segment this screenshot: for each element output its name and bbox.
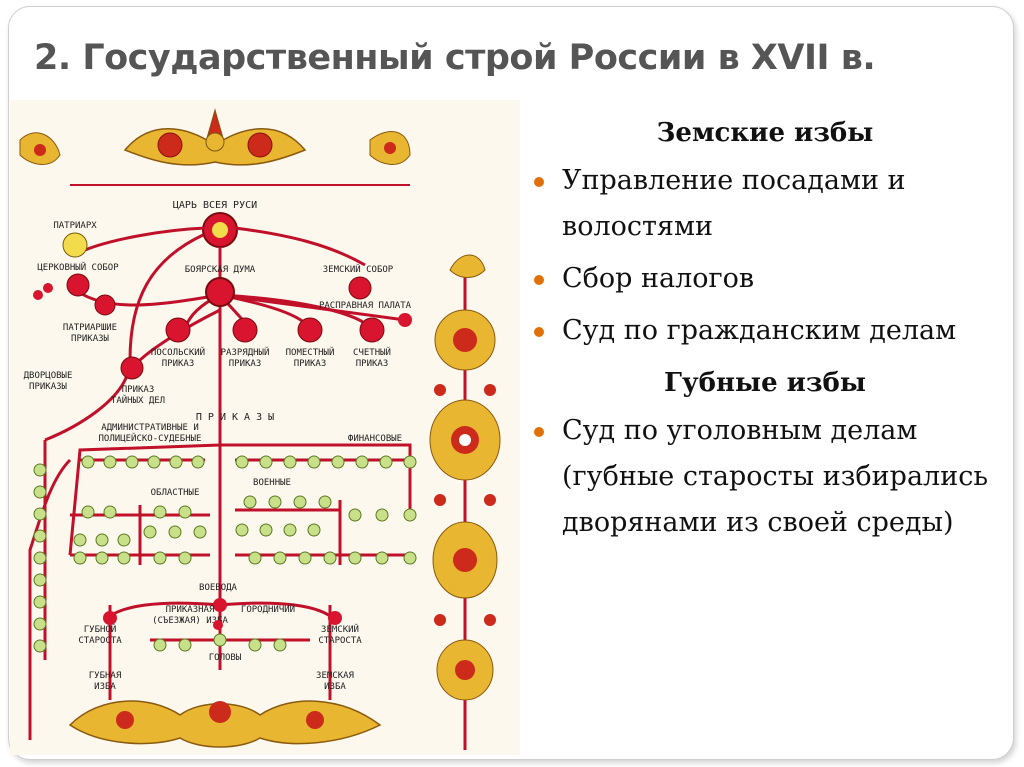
label-admin-1: АДМИНИСТРАТИВНЫЕ И (101, 423, 199, 433)
heading-gubnye-izby: Губные избы (664, 368, 866, 398)
label-razryadny-1: РАЗРЯДНЫЙ (221, 346, 270, 358)
label-pomestny-1: ПОМЕСТНЫЙ (286, 346, 335, 358)
zemskie-izby-list: Управление посадами и волостями Сбор нал… (530, 158, 1000, 354)
label-patriarch-prikazy-1: ПАТРИАРШИЕ (63, 323, 117, 333)
label-gubnaya-1: ГУБНАЯ (89, 671, 122, 681)
node-zemsky-starosta (328, 611, 342, 625)
text-panel: Земские избы Управление посадами и волос… (530, 118, 1000, 560)
prikaz-nodes (33, 455, 417, 653)
node-voevoda (213, 598, 227, 612)
node-church-council (66, 273, 90, 297)
node-prikaznaya (213, 620, 223, 630)
label-tainy-2: ТАЙНЫХ ДЕЛ (111, 394, 165, 406)
list-item-text: Управление посадами и волостями (562, 165, 906, 242)
label-boyar-duma: БОЯРСКАЯ ДУМА (185, 265, 256, 275)
label-razryadny-2: ПРИКАЗ (229, 359, 262, 369)
node-patriarch-prikazy (94, 294, 116, 316)
list-item: Управление посадами и волостями (530, 158, 1000, 250)
state-structure-diagram: ЦАРЬ ВСЕЯ РУСИ (10, 100, 520, 755)
node-razryadny (232, 317, 258, 343)
label-gubnoy-2: СТАРОСТА (78, 636, 122, 646)
list-item-text: Сбор налогов (562, 263, 755, 294)
label-gorodnichy: ГОРОДНИЧИЙ (241, 603, 295, 615)
label-dvortsovye-1: ДВОРЦОВЫЕ (24, 371, 73, 381)
label-patriarch-prikazy-2: ПРИКАЗЫ (71, 334, 109, 344)
bird-ornament (449, 254, 486, 278)
label-posolsky-1: ПОСОЛЬСКИЙ (151, 346, 205, 358)
label-prikaznaya-1: ПРИКАЗНАЯ (166, 605, 215, 615)
node-pomestny (297, 317, 323, 343)
label-zemsky-sobor: ЗЕМСКИЙ СОБОР (323, 263, 394, 275)
node-raspravnaya (398, 313, 412, 327)
label-dvortsovye-2: ПРИКАЗЫ (29, 382, 67, 392)
label-finansovye: ФИНАНСОВЫЕ (348, 434, 402, 444)
node-tainy (120, 356, 144, 380)
label-zemskaya-1: ЗЕМСКАЯ (316, 671, 354, 681)
label-voennye: ВОЕННЫЕ (253, 478, 291, 488)
label-zemskaya-2: ИЗБА (324, 682, 346, 692)
list-item: Сбор налогов (530, 256, 1000, 302)
list-item-text: Суд по гражданским делам (562, 315, 957, 346)
node-gubnoy (103, 611, 117, 625)
slide-title: 2. Государственный строй России в XVII в… (34, 38, 876, 78)
node-patriarch (62, 232, 88, 258)
heading-zemskie-izby: Земские избы (656, 118, 874, 148)
gubnye-izby-list: Суд по уголовным делам (губные старосты … (530, 408, 1000, 546)
node-schetny (359, 317, 385, 343)
label-zemsky-starosta-2: СТАРОСТА (318, 636, 362, 646)
label-tsar: ЦАРЬ ВСЕЯ РУСИ (173, 200, 257, 211)
label-gubnaya-2: ИЗБА (94, 682, 116, 692)
label-tainy-1: ПРИКАЗ (122, 385, 155, 395)
label-raspravnaya: РАСПРАВНАЯ ПАЛАТА (319, 301, 412, 311)
vertical-ornament-svg (429, 254, 501, 750)
label-zemsky-starosta-1: ЗЕМСКИЙ (321, 623, 359, 635)
label-oblastnye: ОБЛАСТНЫЕ (151, 488, 200, 498)
label-pomestny-2: ПРИКАЗ (294, 359, 327, 369)
node-tsar-center (212, 222, 228, 238)
list-item: Суд по уголовным делам (губные старосты … (530, 408, 1000, 546)
label-church-council: ЦЕРКОВНЫЙ СОБОР (37, 261, 119, 273)
label-schetny-1: СЧЕТНЫЙ (353, 346, 391, 358)
top-ornament (19, 108, 411, 186)
node-posolsky (165, 317, 191, 343)
label-admin-2: ПОЛИЦЕЙСКО-СУДЕБНЫЕ (99, 432, 202, 444)
label-golovy: ГОЛОВЫ (209, 653, 242, 663)
list-item-text: Суд по уголовным делам (губные старосты … (562, 415, 989, 538)
label-voevoda: ВОЕВОДА (199, 583, 238, 593)
bottom-ornament (68, 700, 382, 748)
label-posolsky-2: ПРИКАЗ (162, 359, 195, 369)
node-boyar-duma (205, 277, 235, 307)
node-zemsky-sobor (348, 276, 372, 300)
list-item: Суд по гражданским делам (530, 308, 1000, 354)
node-golovy (213, 633, 227, 647)
diagram-svg: ЦАРЬ ВСЕЯ РУСИ (19, 108, 417, 748)
vertical-ornament (420, 240, 510, 760)
label-prikazy: П Р И К А З Ы (196, 412, 274, 423)
label-patriarch: ПАТРИАРХ (53, 221, 97, 231)
label-prikaznaya-2: (СЪЕЗЖАЯ) ИЗБА (152, 616, 228, 626)
label-schetny-2: ПРИКАЗ (356, 359, 389, 369)
label-gubnoy-1: ГУБНОЙ (84, 623, 117, 635)
